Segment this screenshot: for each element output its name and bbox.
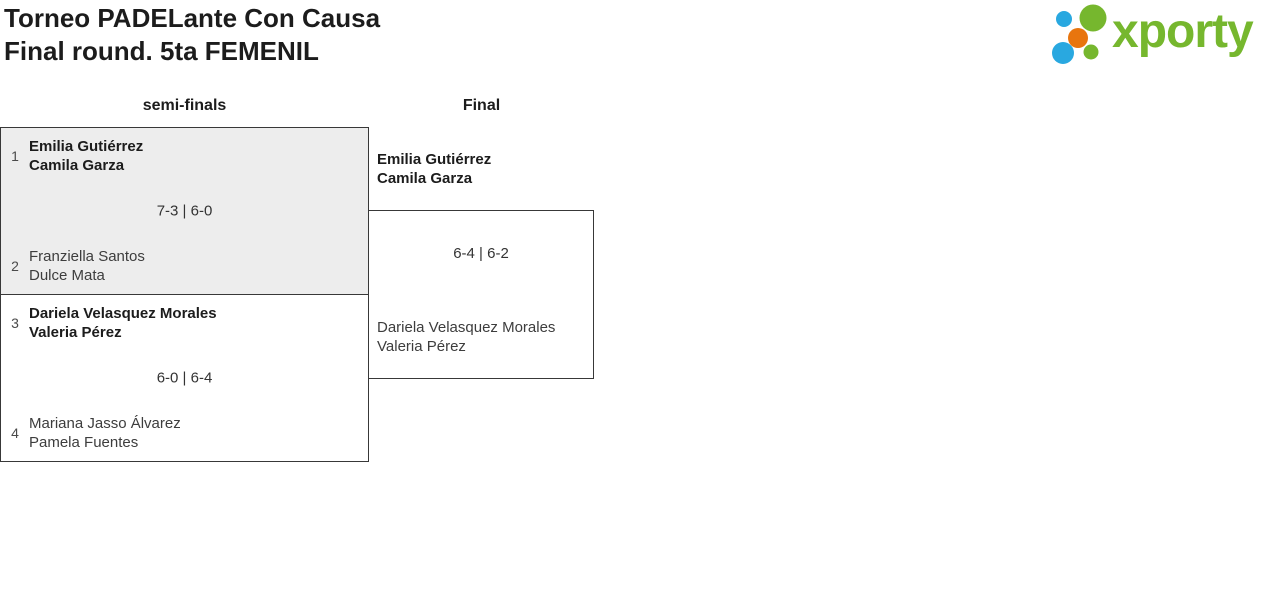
page-title: Torneo PADELante Con Causa Final round. … xyxy=(4,2,380,68)
team-row-seed2[interactable]: 2 Franziella Santos Dulce Mata xyxy=(1,247,368,285)
match-score: 6-4 | 6-2 xyxy=(453,245,509,262)
player-name: Franziella Santos xyxy=(29,248,145,265)
match-final[interactable]: 6-4 | 6-2 xyxy=(368,210,594,379)
round-subtitle: Final round. 5ta FEMENIL xyxy=(4,36,319,66)
tournament-title: Torneo PADELante Con Causa xyxy=(4,3,381,33)
seed-number: 3 xyxy=(11,315,19,331)
player-name: Camila Garza xyxy=(29,157,125,174)
player-name: Emilia Gutiérrez xyxy=(377,151,492,168)
match-score: 7-3 | 6-0 xyxy=(156,202,213,220)
team-players: Franziella Santos Dulce Mata xyxy=(29,247,145,285)
round-header-semifinals: semi-finals xyxy=(142,97,227,114)
seed-number: 1 xyxy=(11,148,19,164)
team-players: Dariela Velasquez Morales Valeria Pérez xyxy=(29,304,217,342)
team-players: Emilia Gutiérrez Camila Garza xyxy=(29,137,143,175)
final-team-top[interactable]: Emilia Gutiérrez Camila Garza xyxy=(377,150,491,188)
player-name: Dulce Mata xyxy=(29,267,105,284)
team-row-seed1[interactable]: 1 Emilia Gutiérrez Camila Garza xyxy=(1,137,368,175)
round-header-final: Final xyxy=(462,97,501,114)
player-name: Dariela Velasquez Morales xyxy=(29,305,217,322)
team-row-seed3[interactable]: 3 Dariela Velasquez Morales Valeria Pére… xyxy=(1,304,368,342)
xporty-logo[interactable]: xporty xyxy=(1048,4,1278,68)
logo-wordmark: xporty xyxy=(1112,5,1254,58)
player-name: Camila Garza xyxy=(377,170,473,187)
match-semifinal-1[interactable]: 1 Emilia Gutiérrez Camila Garza 7-3 | 6-… xyxy=(0,127,369,295)
team-row-seed4[interactable]: 4 Mariana Jasso Álvarez Pamela Fuentes xyxy=(1,414,368,452)
logo-dots-icon xyxy=(1052,4,1107,64)
final-team-bottom[interactable]: Dariela Velasquez Morales Valeria Pérez xyxy=(377,318,555,356)
player-name: Pamela Fuentes xyxy=(29,434,139,451)
player-name: Mariana Jasso Álvarez xyxy=(29,415,181,432)
player-name: Emilia Gutiérrez xyxy=(29,138,144,155)
player-name: Valeria Pérez xyxy=(29,324,122,341)
match-score: 6-0 | 6-4 xyxy=(156,369,213,387)
match-semifinal-2[interactable]: 3 Dariela Velasquez Morales Valeria Pére… xyxy=(0,294,369,462)
player-name: Valeria Pérez xyxy=(377,338,466,355)
team-players: Mariana Jasso Álvarez Pamela Fuentes xyxy=(29,414,181,452)
seed-number: 2 xyxy=(11,258,19,274)
seed-number: 4 xyxy=(11,425,19,441)
player-name: Dariela Velasquez Morales xyxy=(377,319,556,336)
